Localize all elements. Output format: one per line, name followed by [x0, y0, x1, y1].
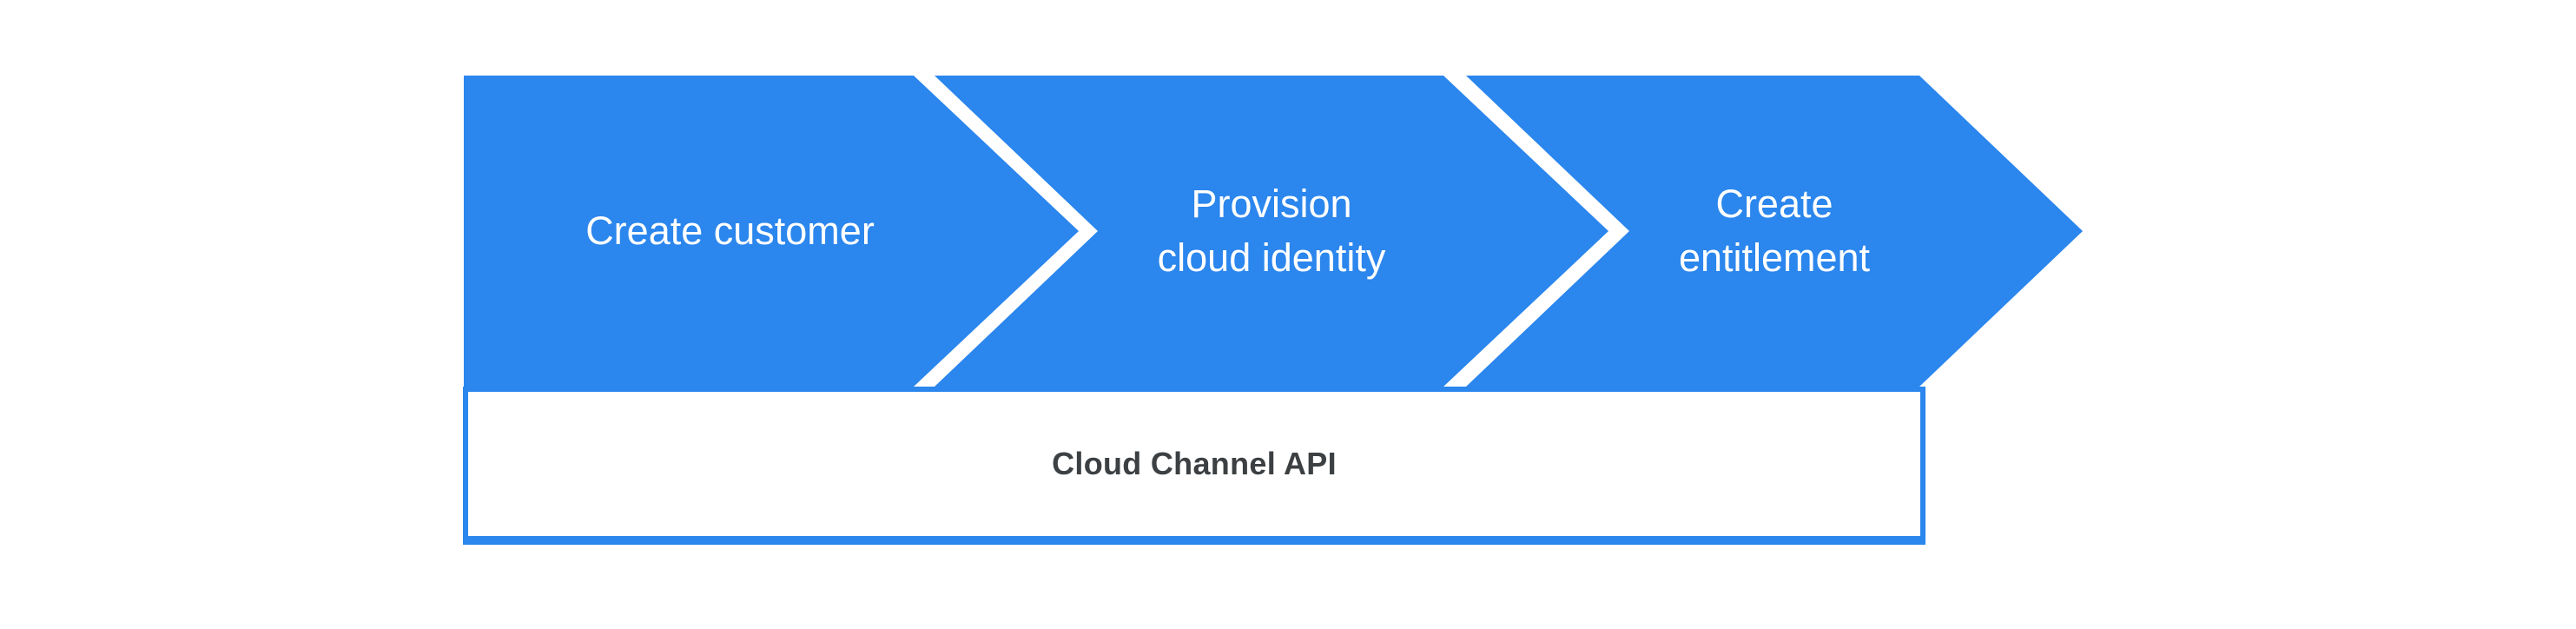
step-label-line: Create	[1715, 182, 1833, 226]
step-label-group: Create entitlement	[1679, 177, 1870, 285]
step-label-line: cloud identity	[1157, 235, 1386, 280]
cloud-channel-api-box: Cloud Channel API	[463, 387, 1925, 545]
step-label-line: Provision	[1191, 182, 1352, 226]
step-label-line: Create customer	[585, 209, 875, 253]
step-label-group: Create customer	[585, 204, 875, 258]
step-label-line: entitlement	[1678, 235, 1871, 280]
step-label-group: Provision cloud identity	[1158, 177, 1386, 285]
cloud-channel-api-label: Cloud Channel API	[1052, 446, 1337, 481]
